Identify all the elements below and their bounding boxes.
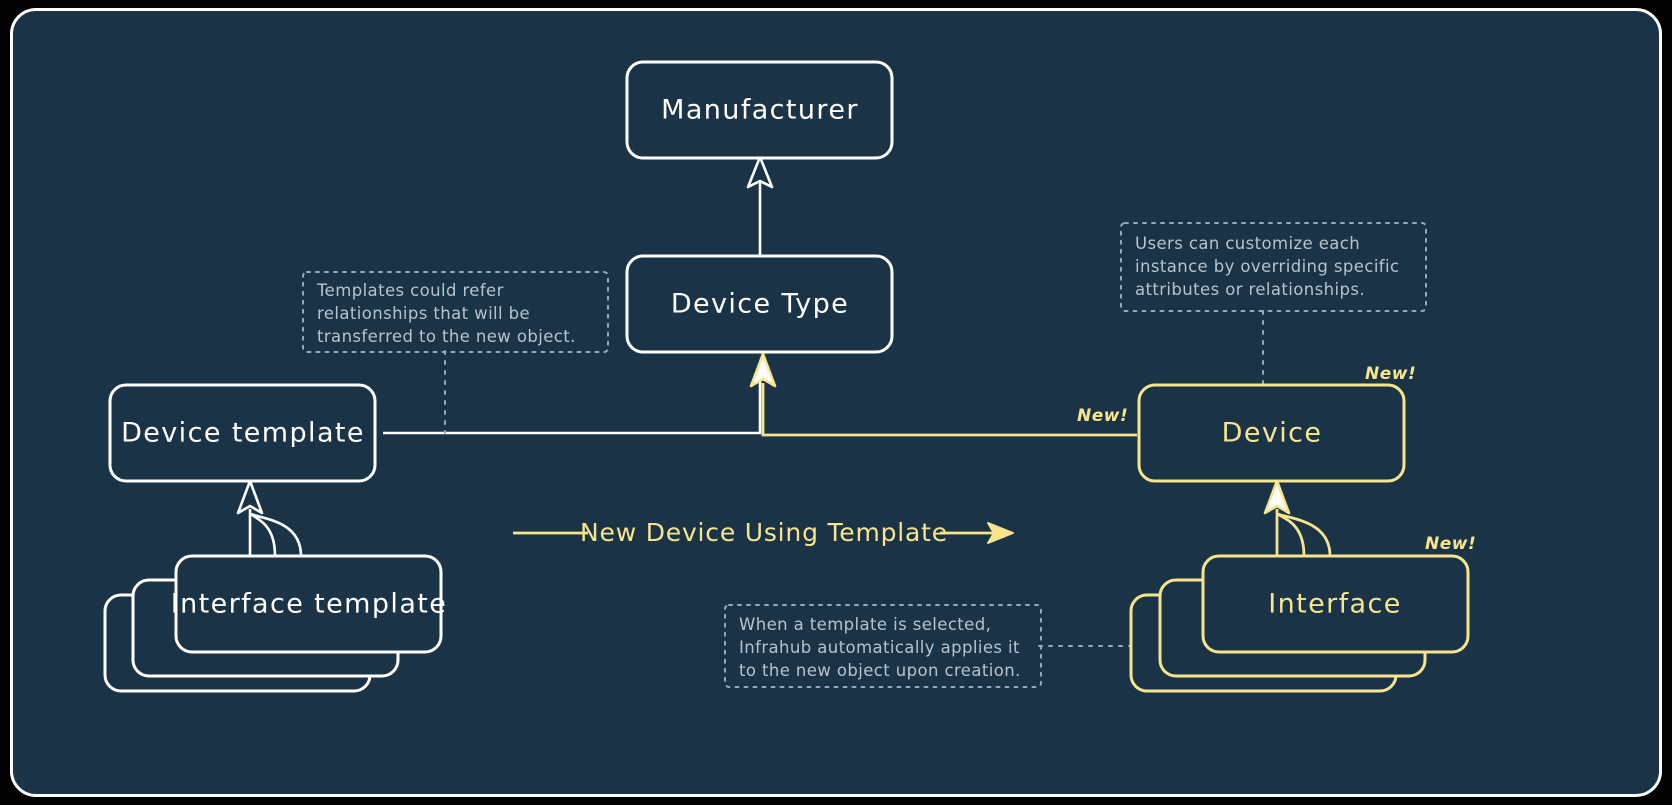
edge-interface-to-device	[1263, 479, 1332, 557]
node-interface-label: Interface	[1268, 589, 1401, 620]
note-templates-refer: Templates could refer relationships that…	[302, 271, 609, 353]
note-line-2: relationships that will be	[317, 304, 530, 323]
node-device[interactable]: Device	[1137, 383, 1406, 483]
node-device-template[interactable]: Device template	[108, 383, 377, 483]
note-line-1: When a template is selected,	[739, 615, 991, 634]
edge-device-to-devicetype	[749, 352, 1137, 437]
node-manufacturer[interactable]: Manufacturer	[625, 60, 894, 160]
node-manufacturer-label: Manufacturer	[661, 95, 859, 126]
edge-new-device-using-template: New Device Using Template	[513, 518, 1014, 547]
note-line-3: to the new object upon creation.	[739, 661, 1021, 680]
badge-device-edge-new: New!	[1077, 406, 1128, 426]
node-device-template-label: Device template	[121, 418, 365, 449]
badge-device-new: New!	[1365, 364, 1416, 384]
edge-devicetemplate-to-devicetype	[383, 373, 762, 435]
edge-interfacetemplate-to-devicetemplate	[236, 479, 303, 557]
node-device-type-label: Device Type	[671, 289, 849, 320]
stack-card-front	[1201, 554, 1470, 654]
node-device-type[interactable]: Device Type	[625, 254, 894, 354]
note-template-selected: When a template is selected, Infrahub au…	[724, 604, 1042, 688]
node-interface-template[interactable]: Interface template	[103, 554, 448, 693]
node-interface-template-label: Interface template	[171, 589, 448, 620]
edge-devicetype-to-manufacturer	[746, 155, 774, 261]
note-line-1: Templates could refer	[316, 281, 504, 300]
edge-label-new-device-using-template: New Device Using Template	[580, 518, 948, 547]
stack-card-front	[174, 554, 443, 654]
note-users-customize: Users can customize each instance by ove…	[1120, 222, 1427, 312]
diagram-svg: New Device Using Template Manufacturer	[103, 60, 1476, 693]
note-line-3: transferred to the new object.	[317, 327, 576, 346]
node-device-label: Device	[1222, 418, 1323, 449]
diagram-canvas: New Device Using Template Manufacturer	[10, 8, 1662, 797]
badge-interface-new: New!	[1425, 534, 1476, 554]
note-line-3: attributes or relationships.	[1135, 280, 1365, 299]
note-line-1: Users can customize each	[1135, 234, 1360, 253]
note-line-2: instance by overriding specific	[1135, 257, 1399, 276]
note-line-2: Infrahub automatically applies it	[739, 638, 1020, 657]
node-interface[interactable]: Interface	[1129, 554, 1470, 693]
